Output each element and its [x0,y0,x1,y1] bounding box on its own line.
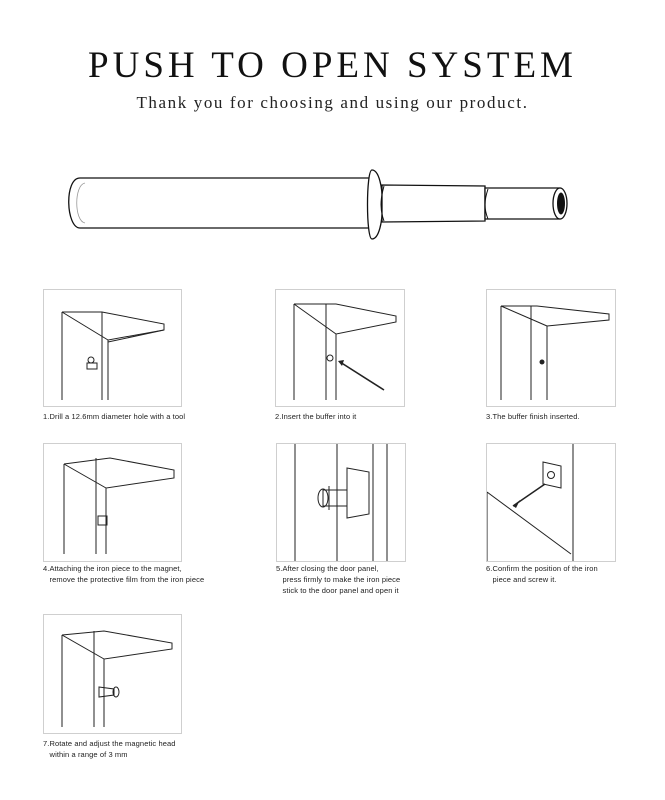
step-1-caption: 1.Drill a 12.6mm diameter hole with a to… [43,412,186,421]
screw-iron-piece-illustration [487,444,615,561]
attach-iron-piece-illustration [44,444,181,561]
step-4-caption: 4.Attaching the iron piece to the magnet… [43,564,205,584]
step-4-panel [43,443,182,562]
step-1-panel [43,289,182,407]
buffer-inserted-illustration [487,290,615,406]
page-subtitle: Thank you for choosing and using our pro… [136,93,529,112]
rotate-magnetic-head-illustration [44,615,181,733]
step-2-caption: 2.Insert the buffer into it [275,412,357,421]
step-7-panel [43,614,182,734]
drill-hole-illustration [44,290,181,406]
close-door-panel-illustration [277,444,405,561]
step-5-caption: 5.After closing the door panel, press fi… [276,564,401,595]
step-3-caption: 3.The buffer finish inserted. [486,412,580,421]
step-5-panel [276,443,406,562]
insert-buffer-illustration [276,290,404,406]
step-6-panel [486,443,616,562]
step-3-panel [486,289,616,407]
push-latch-illustration [60,165,580,245]
step-6-caption: 6.Confirm the position of the iron piece… [486,564,598,584]
page-title: PUSH TO OPEN SYSTEM [88,45,577,86]
step-2-panel [275,289,405,407]
step-7-caption: 7.Rotate and adjust the magnetic head wi… [43,739,176,759]
